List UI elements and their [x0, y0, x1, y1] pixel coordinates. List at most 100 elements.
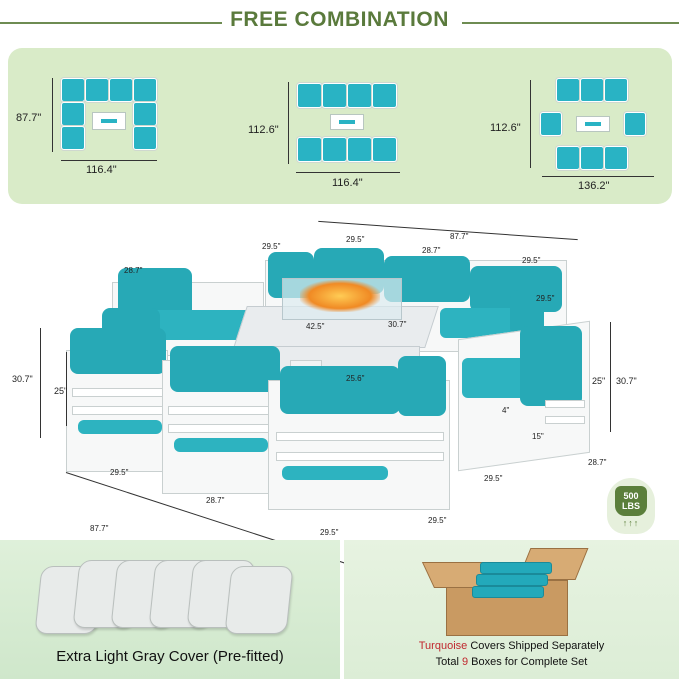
table-width-label: 42.5" [306, 322, 325, 331]
frame-slat [545, 416, 585, 424]
frame-slat [276, 452, 444, 461]
sofa-set-illustration: 87.7" 29.5" 29.5" 28.7" 29.5" 28.7" 29.5… [0, 210, 679, 575]
table-height-label: 25.6" [346, 374, 365, 383]
dim-label: 28.7" [206, 496, 225, 505]
layout-diagram-2 [294, 80, 400, 166]
dim-label: 28.7" [422, 246, 441, 255]
header-right-rule [462, 22, 679, 24]
cushion [347, 137, 372, 162]
dim-label: 29.5" [262, 242, 281, 251]
frame-slat [276, 432, 444, 441]
layout-diagram-3 [536, 76, 648, 170]
shipping-note-prefix: Total [435, 656, 462, 668]
cushion [133, 126, 157, 150]
weight-unit: LBS [622, 501, 640, 511]
dim-label: 15" [532, 432, 544, 441]
header-left-rule [0, 22, 222, 24]
dimension-line [288, 82, 289, 164]
shipping-note-line1: Turquoise Covers Shipped Separately [344, 640, 679, 652]
cushion [322, 83, 347, 108]
table-depth-label: 30.7" [388, 320, 407, 329]
cushion [347, 83, 372, 108]
cushion [133, 78, 157, 102]
flame [300, 280, 380, 312]
cushion [61, 102, 85, 126]
dim-label: 30.7" [616, 376, 637, 386]
cushion [556, 78, 580, 102]
weight-icon: 500 LBS [615, 486, 647, 516]
cushion [556, 146, 580, 170]
shipping-note-line2: Total 9 Boxes for Complete Set [344, 656, 679, 668]
fire-table-icon [92, 112, 126, 130]
dim-label: 29.5" [484, 474, 503, 483]
up-arrows-icon: ↑↑↑ [622, 518, 640, 528]
dimension-line [610, 322, 611, 432]
dimension-line [61, 160, 157, 161]
cushion [604, 146, 628, 170]
cover-stack [476, 574, 548, 586]
layout1-width: 116.4" [86, 164, 117, 176]
cushion [604, 78, 628, 102]
frame-slat [72, 388, 164, 397]
dimension-line [530, 80, 531, 168]
frame-slat [72, 406, 164, 415]
frame-slat [545, 400, 585, 408]
dimension-line [296, 172, 400, 173]
layout3-width: 136.2" [578, 180, 610, 192]
dim-label: 29.5" [536, 294, 555, 303]
weight-capacity-badge: 500 LBS ↑↑↑ [607, 478, 655, 534]
seat-cushion [78, 420, 162, 434]
cushion [580, 146, 604, 170]
back-cushion [170, 346, 280, 392]
fire-table-icon [576, 116, 610, 132]
dimension-line [542, 176, 654, 177]
dim-label: 29.5" [428, 516, 447, 525]
covers-caption: Extra Light Gray Cover (Pre-fitted) [56, 648, 284, 665]
cushion [624, 112, 646, 136]
cover-stack [480, 562, 552, 574]
dim-label: 25" [54, 386, 68, 396]
shipping-note-suffix: Boxes for Complete Set [468, 656, 588, 668]
back-cushion [520, 326, 582, 406]
layout1-height: 87.7" [16, 112, 42, 124]
box-count: 9 [461, 656, 469, 668]
dim-label: 87.7" [90, 524, 109, 533]
dim-label: 25" [592, 376, 606, 386]
header: FREE COMBINATION [0, 0, 679, 46]
back-cushion [280, 366, 400, 414]
layout2-height: 112.6" [248, 124, 279, 136]
cushion [85, 78, 109, 102]
layout3-height: 112.6" [490, 122, 521, 134]
dim-label: 28.7" [588, 458, 607, 467]
cushion [540, 112, 562, 136]
dimension-line [40, 328, 41, 438]
dimension-line [52, 78, 53, 152]
fire-table-icon [330, 114, 364, 130]
dim-label: 29.5" [110, 468, 129, 477]
cushion [580, 78, 604, 102]
frame-slat [168, 424, 270, 433]
cushion [133, 102, 157, 126]
seat-cushion [282, 466, 388, 480]
page-title: FREE COMBINATION [230, 8, 449, 31]
color-name: Turquoise [418, 640, 468, 652]
cushion [61, 78, 85, 102]
cushion [61, 126, 85, 150]
weight-value: 500 [623, 491, 639, 501]
cushion [109, 78, 133, 102]
cushion [322, 137, 347, 162]
dim-label: 87.7" [450, 232, 469, 241]
shipping-note-text: Covers Shipped Separately [467, 640, 605, 652]
layout2-width: 116.4" [332, 177, 363, 189]
cushion [372, 83, 397, 108]
cushion-cover [224, 566, 294, 634]
dim-label: 28.7" [124, 266, 143, 275]
dim-label: 4" [502, 406, 510, 415]
cushion [297, 83, 322, 108]
cover-stack [472, 586, 544, 598]
dim-label: 29.5" [320, 528, 339, 537]
dimension-line [66, 352, 67, 426]
dim-label: 29.5" [522, 256, 541, 265]
dim-label: 29.5" [346, 235, 365, 244]
back-cushion [70, 328, 166, 374]
